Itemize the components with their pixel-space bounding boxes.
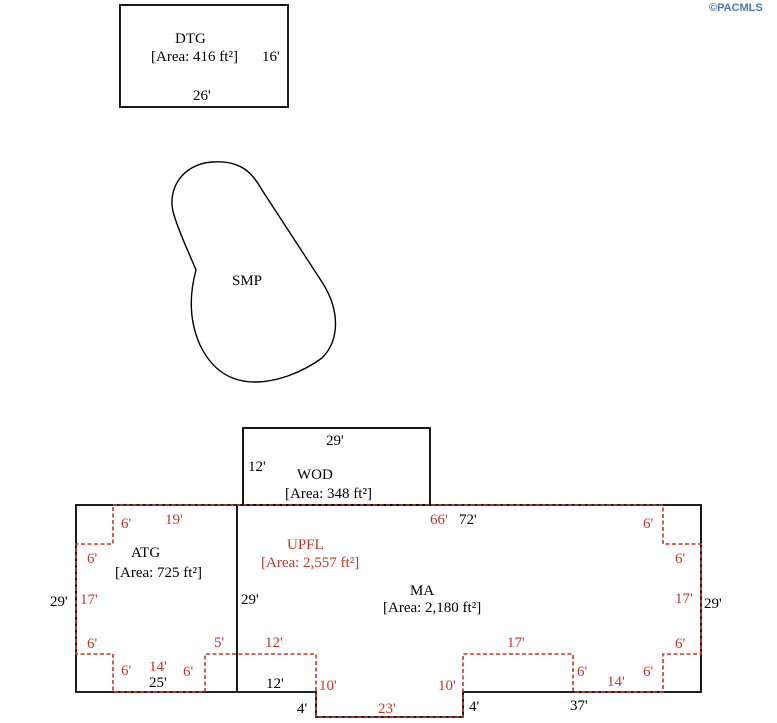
wod-structure: 29' 12' WOD [Area: 348 ft²] <box>242 427 431 506</box>
upfl-dim: 14' <box>149 659 167 675</box>
smp-structure: SMP <box>171 161 337 383</box>
ma-dim-notch-right: 4' <box>469 699 480 715</box>
upfl-dim: 5' <box>214 635 225 651</box>
upfl-dim: 6' <box>643 664 654 680</box>
watermark: ©PACMLS <box>709 2 763 14</box>
wod-dim-top: 29' <box>326 433 344 449</box>
ma-label: MA <box>410 583 434 599</box>
upfl-dim: 6' <box>121 663 132 679</box>
ma-dim-bottom-right: 37' <box>570 698 588 714</box>
wod-dim-left: 12' <box>248 459 266 475</box>
atg-label: ATG <box>131 545 160 561</box>
dtg-outline <box>119 4 289 108</box>
upfl-labels: UPFL [Area: 2,557 ft²] 6' 19' 6' 17' 6' … <box>80 512 693 717</box>
ma-dim-notch-left: 4' <box>297 701 308 717</box>
ma-dim-right: 29' <box>704 596 722 612</box>
atg-dim-left: 29' <box>50 594 68 610</box>
upfl-dim: 6' <box>121 516 132 532</box>
atg-labels: ATG [Area: 725 ft²] 29' 25' <box>50 545 202 691</box>
upfl-dim: 6' <box>577 664 588 680</box>
atg-area: [Area: 725 ft²] <box>115 565 202 581</box>
upfl-area: [Area: 2,557 ft²] <box>261 555 359 571</box>
dtg-dim-bottom: 26' <box>193 88 211 104</box>
atg-dim-bottom: 25' <box>149 675 167 691</box>
smp-outline <box>171 161 337 383</box>
dtg-label: DTG <box>175 31 206 47</box>
upfl-dim: 6' <box>183 664 194 680</box>
dtg-dim-side: 16' <box>262 49 280 65</box>
upfl-dim: 14' <box>607 674 625 690</box>
wod-label: WOD <box>297 467 333 483</box>
wod-area: [Area: 348 ft²] <box>285 486 372 502</box>
dtg-structure: DTG [Area: 416 ft²] 16' 26' <box>119 4 289 108</box>
upfl-dim: 12' <box>265 635 283 651</box>
ma-dim-left: 29' <box>241 592 259 608</box>
upfl-dim: 19' <box>165 512 183 528</box>
upfl-dim: 6' <box>675 636 686 652</box>
upfl-dim: 6' <box>675 551 686 567</box>
ma-area: [Area: 2,180 ft²] <box>383 600 481 616</box>
upfl-dim: 17' <box>675 591 693 607</box>
smp-label: SMP <box>232 273 262 289</box>
upfl-outline <box>75 504 702 718</box>
upfl-dim: 6' <box>643 516 654 532</box>
upfl-dim: 10' <box>319 678 337 694</box>
upfl-dim: 17' <box>507 635 525 651</box>
dtg-area: [Area: 416 ft²] <box>151 49 238 65</box>
upfl-dim: 6' <box>87 551 98 567</box>
upfl-dim: 17' <box>80 592 98 608</box>
upfl-dim: 23' <box>378 701 396 717</box>
upfl-structure <box>75 504 702 718</box>
upfl-dim: 6' <box>87 636 98 652</box>
ma-labels: MA [Area: 2,180 ft²] 72' 29' 29' 12' 37'… <box>241 512 722 717</box>
upfl-dim: 66' <box>430 512 448 528</box>
ma-dim-bottom-left: 12' <box>266 676 284 692</box>
ma-dim-top: 72' <box>459 512 477 528</box>
upfl-dim: 10' <box>438 678 456 694</box>
upfl-label: UPFL <box>287 537 324 553</box>
